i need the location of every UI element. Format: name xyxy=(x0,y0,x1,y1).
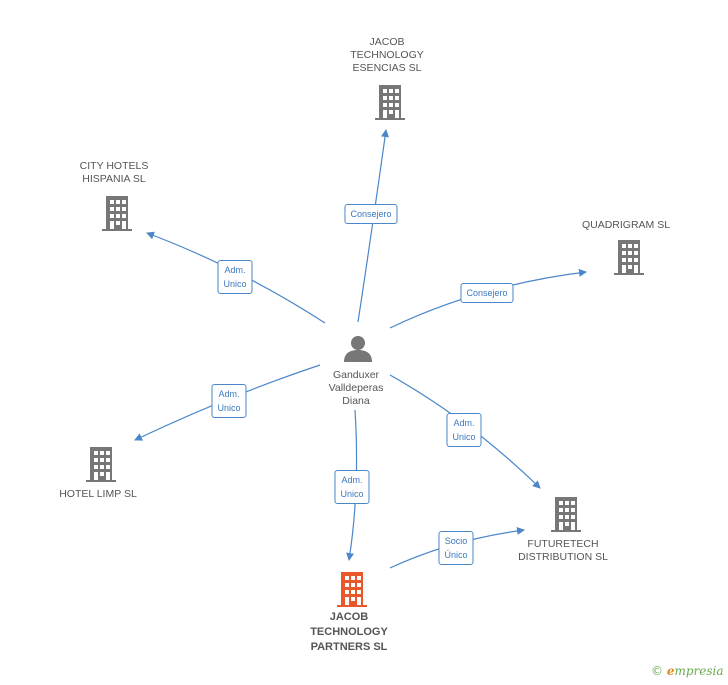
building-icon xyxy=(102,196,132,231)
copyright-symbol: © xyxy=(651,664,663,678)
logo-letter: e xyxy=(666,664,675,678)
relation-label-adm-unico: Adm. Unico xyxy=(211,384,247,418)
relation-label-adm-unico: Adm. Unico xyxy=(446,413,482,447)
company-futuretech-distribution[interactable]: FUTURETECH DISTRIBUTION SL xyxy=(518,538,608,563)
logo-text: mpresia xyxy=(674,664,724,678)
empresia-logo: © empresia xyxy=(651,664,724,678)
relation-label-consejero: Consejero xyxy=(460,283,514,303)
building-icon xyxy=(614,240,644,275)
relation-label-adm-unico: Adm. Unico xyxy=(217,260,253,294)
building-icon xyxy=(86,447,116,482)
relation-label-adm-unico: Adm. Unico xyxy=(334,470,370,504)
edge-to-jacob-esencias xyxy=(357,129,389,323)
building-icon xyxy=(337,572,367,607)
person-ganduxer-valldeperas-diana[interactable]: Ganduxer Valldeperas Diana xyxy=(328,369,384,407)
building-icon xyxy=(551,497,581,532)
company-quadrigram[interactable]: QUADRIGRAM SL xyxy=(581,219,671,231)
relation-label-consejero: Consejero xyxy=(344,204,398,224)
company-hotel-limp[interactable]: HOTEL LIMP SL xyxy=(59,488,137,500)
company-jacob-technology-partners[interactable]: JACOB TECHNOLOGY PARTNERS SL xyxy=(310,611,388,653)
company-jacob-technology-esencias[interactable]: JACOB TECHNOLOGY ESENCIAS SL xyxy=(350,36,424,74)
person-icon xyxy=(344,336,372,362)
relation-label-socio-unico: Socio Único xyxy=(438,531,474,565)
building-icon xyxy=(375,85,405,120)
company-city-hotels-hispania[interactable]: CITY HOTELS HISPANIA SL xyxy=(79,160,149,185)
